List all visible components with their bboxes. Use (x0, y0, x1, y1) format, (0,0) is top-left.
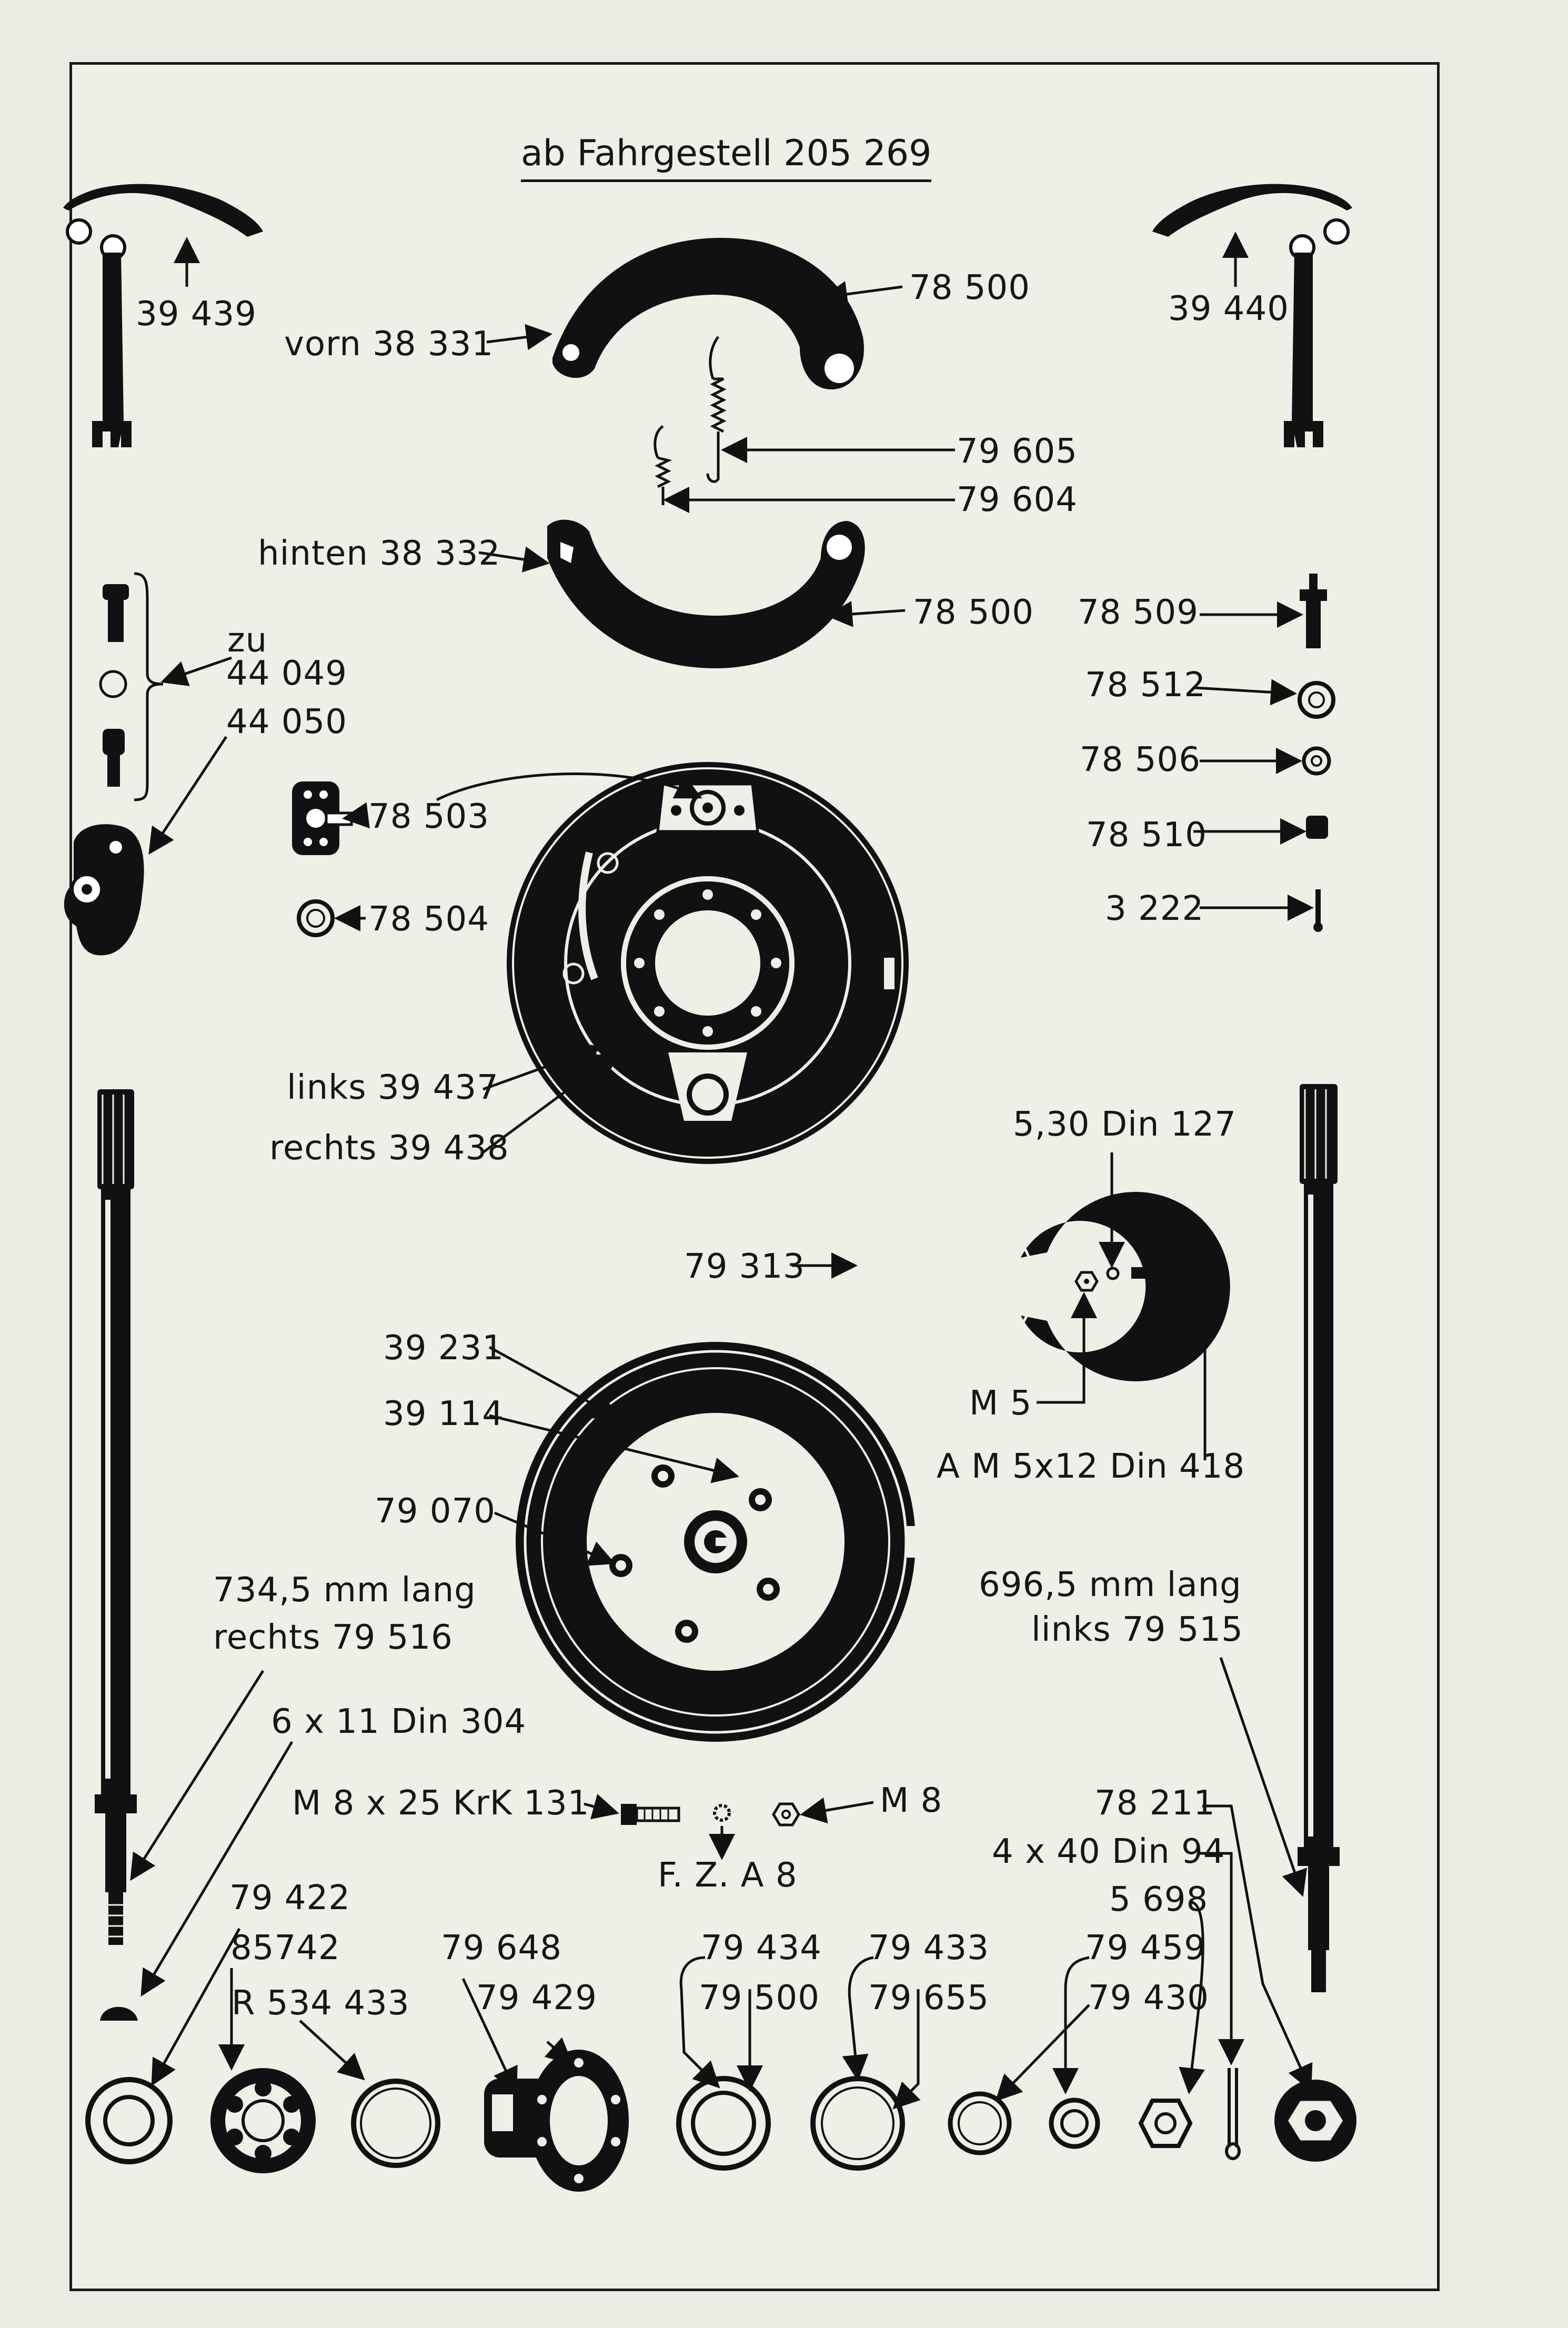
label-5698: 5 698 (1109, 1880, 1209, 1919)
label-78504: 78 504 (368, 900, 489, 939)
dust-shield-79313 (870, 1183, 1230, 1384)
label-79655: 79 655 (868, 1979, 989, 2018)
tooth-lock-washer-fza8 (713, 1804, 731, 1822)
ring-r534433 (351, 2079, 440, 2168)
washer-78504 (297, 899, 335, 937)
label-78510: 78 510 (1086, 816, 1207, 855)
brake-shoe-front (552, 237, 864, 389)
label-79422: 79 422 (229, 1879, 350, 1918)
screw-am5x12 (1131, 1264, 1162, 1282)
seal-ring-79422 (85, 2077, 173, 2164)
bleeder-cap (103, 729, 125, 787)
label-78500-bottom: 78 500 (913, 593, 1034, 632)
bolt-m8x25 (621, 1804, 680, 1825)
pin-3222 (1313, 889, 1323, 932)
label-3222: 3 222 (1105, 889, 1204, 928)
label-79500: 79 500 (699, 1979, 820, 2018)
brake-drum (516, 1342, 916, 1742)
wheel-cylinder (64, 824, 144, 956)
label-6x11-din-304: 6 x 11 Din 304 (271, 1702, 527, 1741)
label-m5: M 5 (969, 1384, 1032, 1423)
brake-shoe-rear (547, 519, 865, 668)
label-79429: 79 429 (476, 1979, 597, 2018)
label-734-5-mm-lang: 734,5 mm lang (213, 1571, 476, 1610)
brake-anchor-plate (507, 762, 909, 1164)
label-78506: 78 506 (1080, 740, 1201, 779)
label-78512: 78 512 (1085, 666, 1206, 705)
label-rechts-39438: rechts 39 438 (269, 1129, 509, 1168)
label-78509: 78 509 (1078, 593, 1199, 632)
washer-78506 (1302, 746, 1331, 776)
label-vorn-38331: vorn 38 331 (284, 325, 494, 364)
label-rechts-79516: rechts 79 516 (213, 1618, 453, 1657)
page-title: ab Fahrgestell 205 269 (521, 133, 932, 182)
label-79430: 79 430 (1088, 1979, 1209, 2018)
label-hinten-38332: hinten 38 332 (258, 534, 501, 573)
nut-m8 (772, 1802, 800, 1827)
castle-nut-78211 (1274, 2080, 1356, 2162)
bolt-78509 (1300, 574, 1327, 648)
label-44049: 44 049 (226, 654, 347, 693)
axle-shaft-right-79516 (95, 1089, 137, 1945)
label-r534433: R 534 433 (232, 1984, 410, 2023)
hub-79648 (484, 2050, 629, 2192)
label-5-30-din-127: 5,30 Din 127 (1013, 1105, 1237, 1144)
label-79648: 79 648 (441, 1929, 562, 1968)
ring-79433 (810, 2076, 905, 2171)
bracket-brace (134, 572, 164, 801)
return-spring-79605 (706, 336, 727, 483)
bearing-85742 (210, 2068, 316, 2173)
washer-78512 (1298, 681, 1335, 719)
nut-5698 (1138, 2099, 1193, 2148)
label-79070: 79 070 (375, 1492, 496, 1531)
page-frame (69, 62, 1440, 2291)
nut-78510 (1306, 816, 1328, 839)
adjuster-78503 (292, 781, 353, 855)
label-links-79515: links 79 515 (1031, 1610, 1243, 1649)
label-85742: 85742 (230, 1929, 340, 1968)
label-79459: 79 459 (1085, 1929, 1206, 1968)
label-79313: 79 313 (684, 1247, 805, 1286)
woodruff-key (100, 2006, 138, 2021)
label-79433: 79 433 (868, 1929, 989, 1968)
axle-shaft-left-79515 (1298, 1084, 1340, 1992)
cotter-pin (1225, 2068, 1241, 2160)
return-spring-79604 (654, 425, 672, 505)
brake-lever-right (1152, 184, 1352, 447)
label-m8x25-krk-131: M 8 x 25 KrK 131 (292, 1784, 590, 1823)
label-79605: 79 605 (957, 432, 1078, 471)
bleeder-screw (103, 584, 129, 642)
label-links-39437: links 39 437 (287, 1068, 499, 1107)
lock-washer (1106, 1267, 1120, 1280)
label-39231: 39 231 (383, 1329, 504, 1368)
label-4x40-din-94: 4 x 40 Din 94 (992, 1832, 1225, 1871)
washer-79430 (1049, 2098, 1100, 2149)
ball (99, 670, 127, 698)
label-78211: 78 211 (1094, 1784, 1215, 1823)
label-79434: 79 434 (701, 1929, 822, 1968)
label-696-5-mm-lang: 696,5 mm lang (979, 1566, 1242, 1604)
label-79604: 79 604 (957, 480, 1078, 519)
ring-79459 (948, 2091, 1012, 2155)
label-78503: 78 503 (368, 797, 489, 836)
label-zu: zu (227, 621, 268, 660)
label-78500-top: 78 500 (909, 268, 1030, 307)
label-m8: M 8 (880, 1781, 943, 1820)
label-39439: 39 439 (136, 295, 257, 334)
label-39114: 39 114 (383, 1394, 504, 1433)
label-a-m5x12-din-418: A M 5x12 Din 418 (937, 1447, 1245, 1486)
label-39440: 39 440 (1168, 289, 1289, 328)
ring-79434 (676, 2076, 771, 2171)
nut-m5 (1074, 1271, 1099, 1292)
brake-lever-left (63, 184, 263, 447)
leader-lines (130, 232, 1314, 2110)
label-44050: 44 050 (226, 703, 347, 741)
label-fza8: F. Z. A 8 (658, 1856, 798, 1895)
